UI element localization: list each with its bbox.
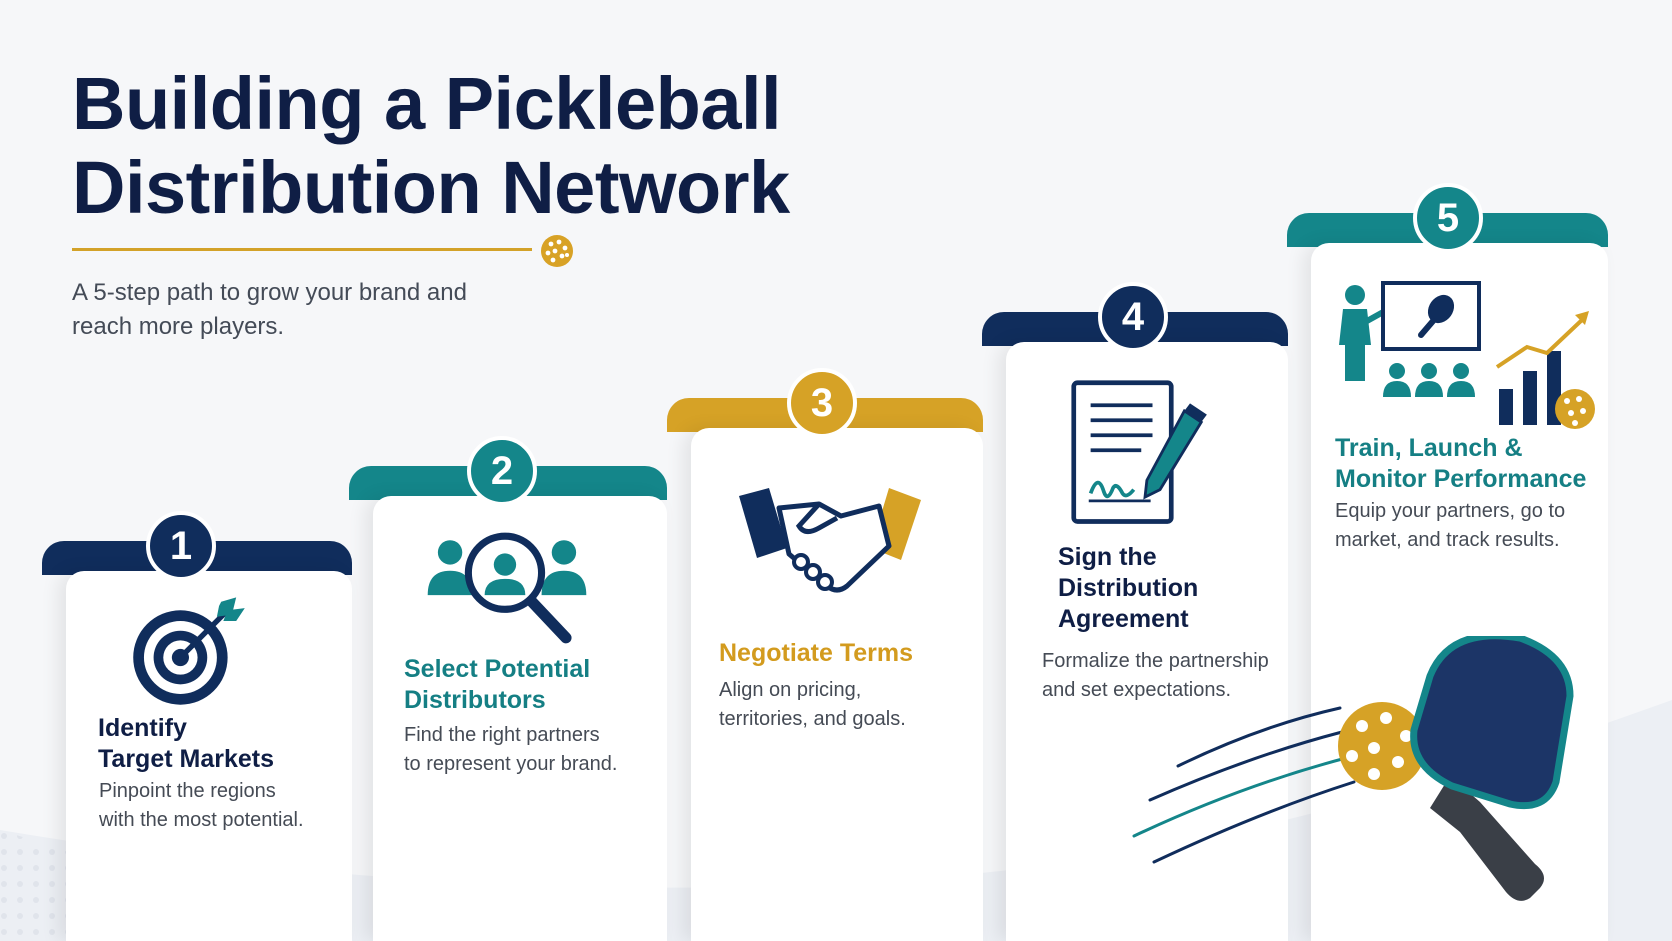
step-5: 5 Train, Launch & Monitor Performance Eq… [1287,183,1608,941]
step-title: Negotiate Terms [719,638,913,669]
step-number-badge: 5 [1413,183,1483,253]
step-2: 2 Select Potential Distributors Find the… [349,436,667,941]
step-desc-line: territories, and goals. [719,708,906,730]
step-title-line: Agreement [1058,605,1189,633]
step-title-line: Monitor Performance [1335,465,1587,493]
step-desc-line: market, and track results. [1335,529,1560,551]
page-subtitle: A 5-step path to grow your brand and rea… [72,276,542,344]
title-line-1: Building a Pickleball [72,62,782,145]
subtitle-line-2: reach more players. [72,313,285,340]
step-desc-line: Equip your partners, go to [1335,500,1566,522]
handshake-icon [739,488,921,593]
step-description: Align on pricing, territories, and goals… [719,676,906,734]
step-number-badge: 3 [787,368,857,438]
page-title: Building a Pickleball Distribution Netwo… [72,62,790,230]
step-description: Formalize the partnership and set expect… [1042,647,1269,705]
step-description: Find the right partners to represent you… [404,721,617,779]
step-description: Equip your partners, go to market, and t… [1335,497,1565,555]
step-4: 4 Sign the Distribution Agreement Formal… [982,282,1288,941]
step-desc-line: Pinpoint the regions [99,780,276,802]
step-number-badge: 4 [1098,282,1168,352]
pickleball-paddle-icon [1410,636,1574,901]
step-desc-line: with the most potential. [99,809,304,831]
step-number-badge: 1 [146,511,216,581]
title-underline [72,248,532,251]
step-title: Select Potential Distributors [404,654,590,716]
pickleball-icon [1338,702,1426,790]
step-number-badge: 2 [467,436,537,506]
step-title-line: Distribution [1058,574,1199,602]
motion-lines [1132,706,1356,864]
step-desc-line: Formalize the partnership [1042,650,1269,672]
step-title: Train, Launch & Monitor Performance [1335,433,1586,495]
step-title: Sign the Distribution Agreement [1058,542,1198,635]
subtitle-line-1: A 5-step path to grow your brand and [72,279,467,306]
step-1: 1 Identify Target Markets Pinpoint the r… [42,511,352,941]
step-title-line: Select Potential [404,655,591,683]
step-title-line: Target Markets [98,745,274,773]
pickleball-icon [541,235,573,267]
step-desc-line: Align on pricing, [719,679,862,701]
people-search-icon [427,532,587,644]
step-3: 3 Negotiate Terms Align on pricing, terr… [667,368,983,941]
step-title-line: Distributors [404,686,546,714]
step-desc-line: to represent your brand. [404,753,618,775]
paddle-and-ball-illustration [1132,636,1574,901]
step-title-line: Negotiate Terms [719,639,914,667]
step-description: Pinpoint the regions with the most poten… [99,777,304,835]
step-desc-line: and set expectations. [1042,679,1232,701]
target-arrow-icon [133,597,245,705]
title-line-2: Distribution Network [72,146,790,229]
step-title-line: Identify [98,714,187,742]
step-title-line: Sign the [1058,543,1157,571]
step-title: Identify Target Markets [98,713,274,775]
step-title-line: Train, Launch & [1335,434,1523,462]
training-growth-icon [1339,281,1595,429]
signed-document-icon [1071,380,1207,524]
step-desc-line: Find the right partners [404,724,600,746]
